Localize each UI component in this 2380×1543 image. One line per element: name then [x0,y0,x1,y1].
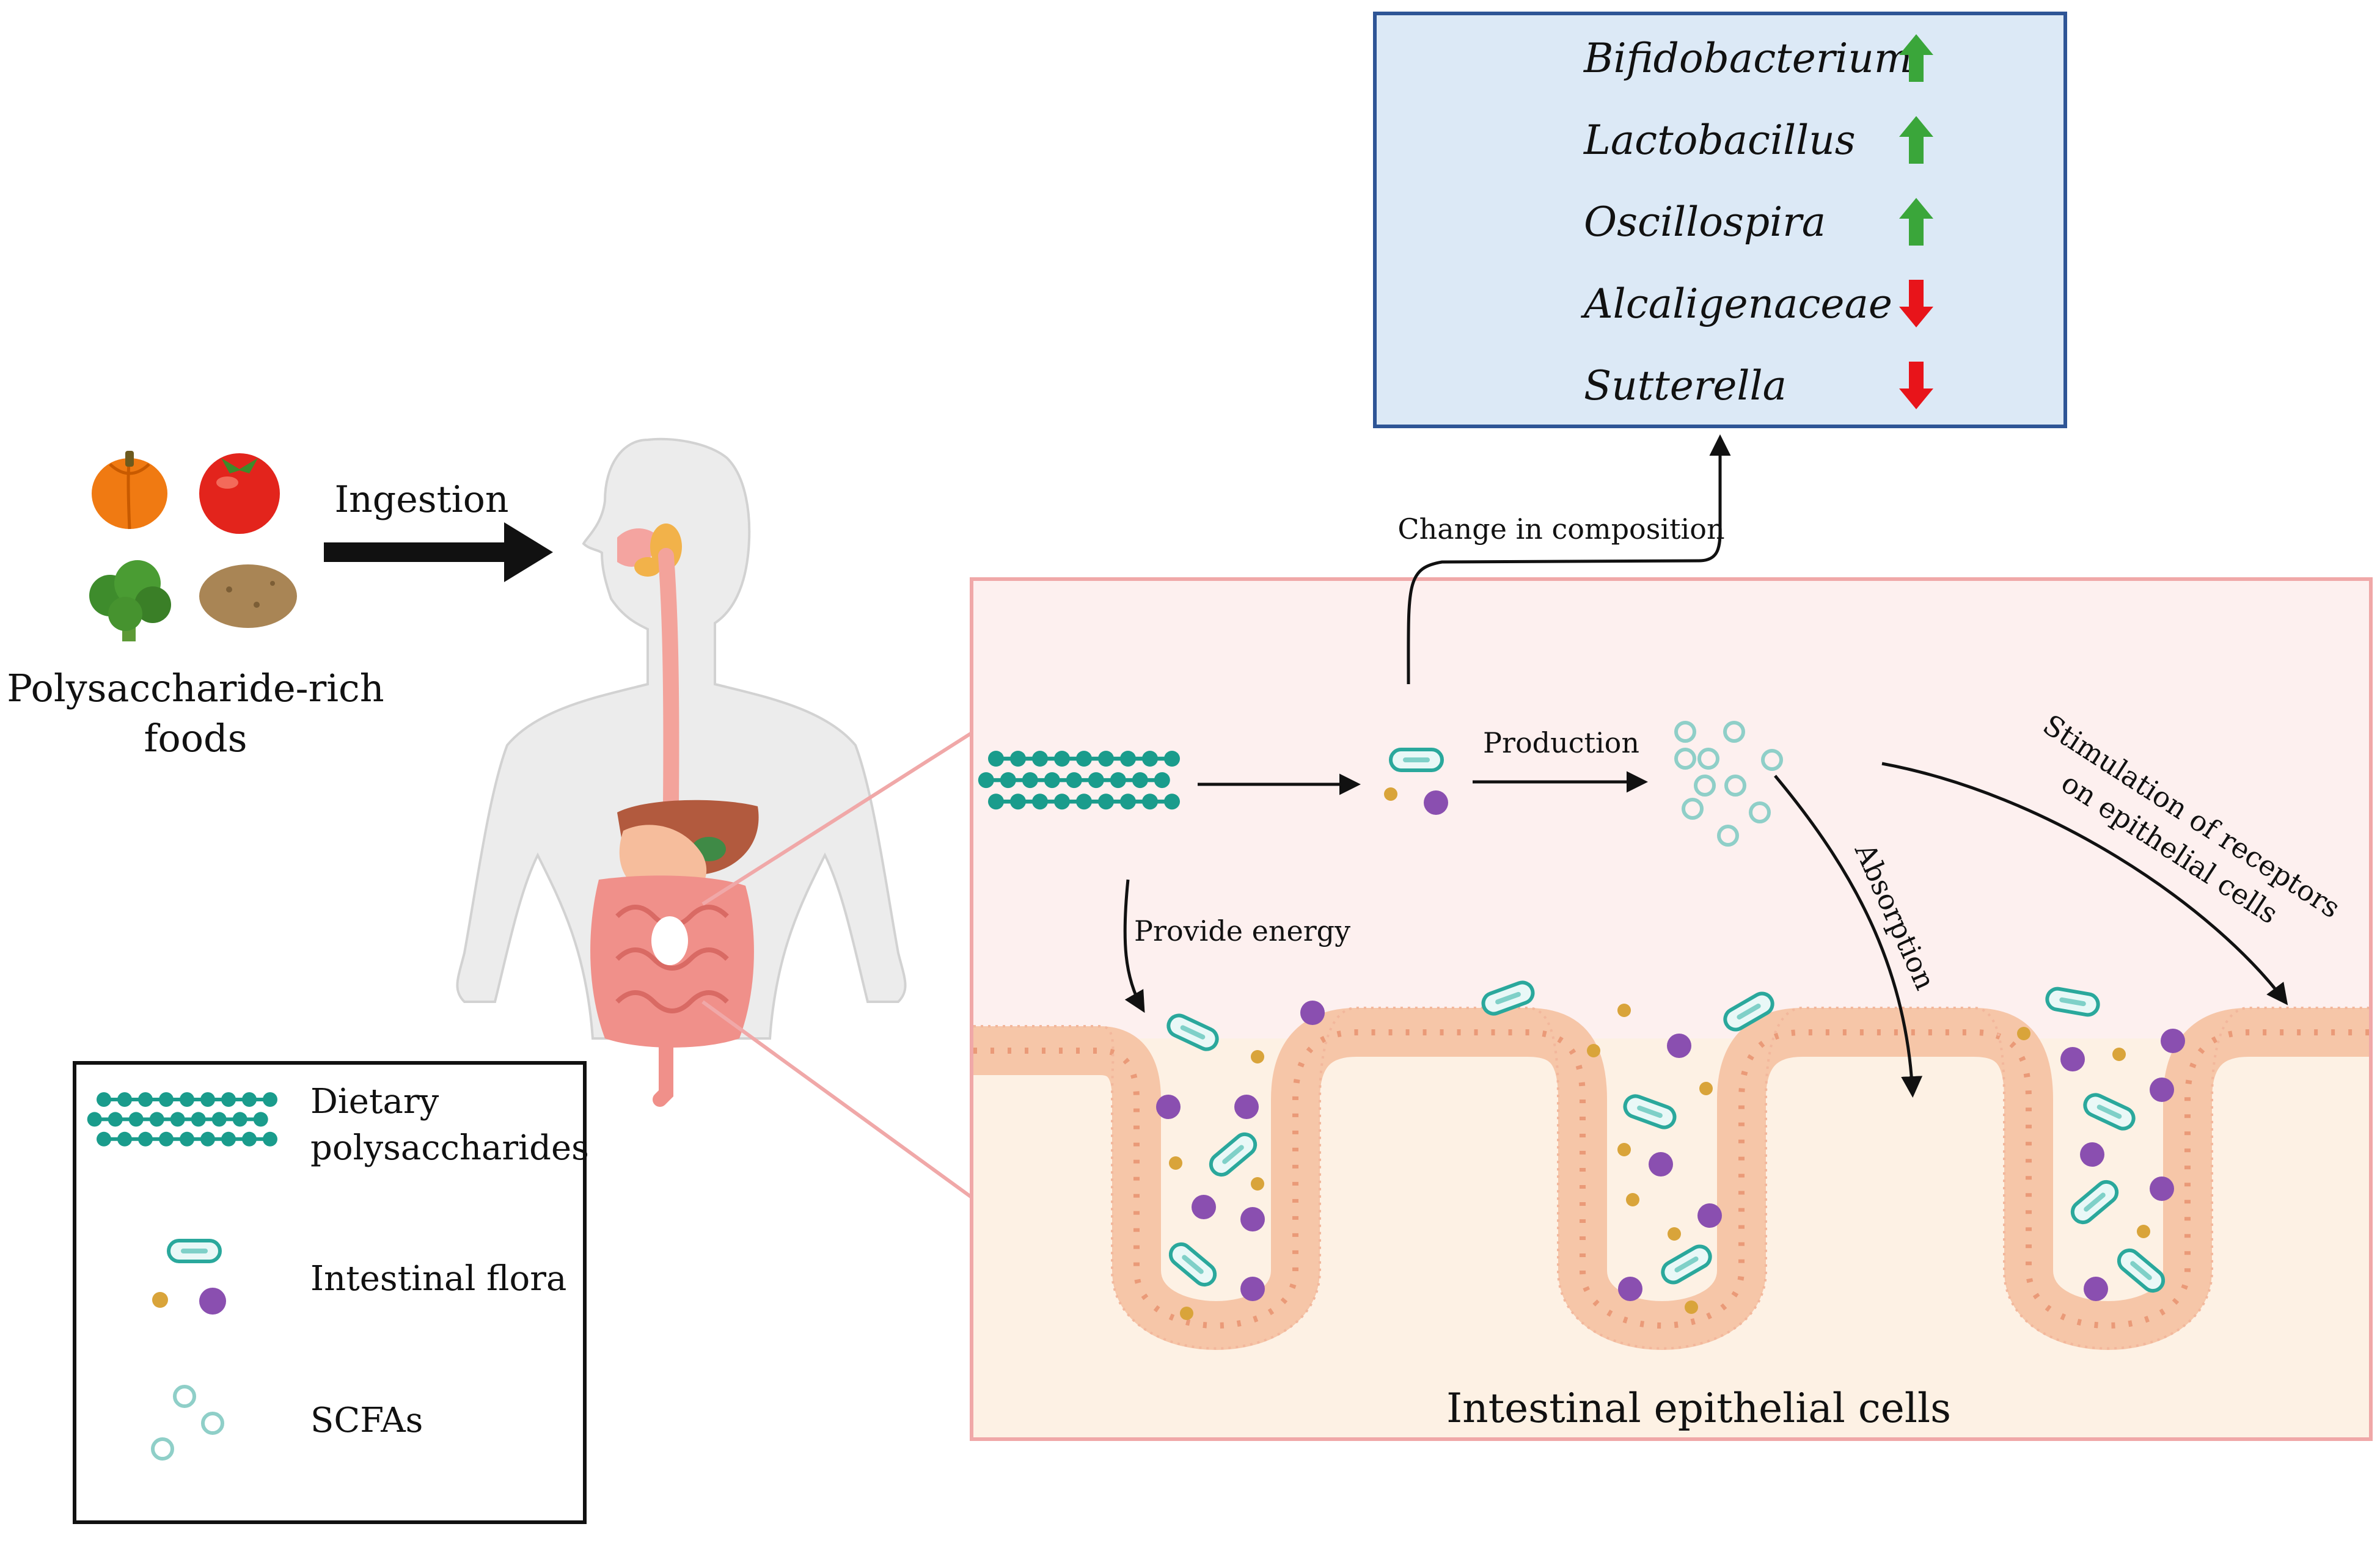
bacterium-icon [1391,750,1442,770]
flora-purple-dot [1156,1095,1181,1119]
flora-purple-dot [1300,1001,1325,1025]
arrow-provide-energy [1123,879,1145,1013]
flora-gold-dot [1617,1143,1631,1156]
zoom-line-bottom [701,1000,973,1199]
arrow-up-icon [1899,34,1933,82]
flora-gold-dot [1626,1193,1639,1206]
flora-purple-dot [2060,1047,2085,1071]
flora-gold-dot [2017,1027,2030,1040]
scfa-icon [1717,825,1739,847]
legend-polysaccharides-line2: polysaccharides [310,1128,589,1168]
flora-purple-dot [1240,1277,1265,1301]
flora-gold-dot [1685,1300,1698,1314]
tomato-icon [199,453,280,534]
arrow-up-icon [1899,116,1933,164]
food-label-line1: Polysaccharide-rich [7,666,384,710]
legend-scfa-icon [151,1385,224,1461]
scfa-icon [1674,721,1696,743]
flora-gold-dot [1180,1307,1193,1320]
flora-gold-dot [1668,1227,1681,1241]
production-label: Production [1483,726,1639,759]
arrow-up-icon [1899,198,1933,246]
human-body-illustration [456,437,907,1107]
food-label-line2: foods [144,716,247,761]
scfa-icon [1761,749,1783,771]
flora-purple-dot [2080,1142,2104,1167]
flora-gold-dot [1699,1082,1713,1095]
arrow-absorption [1774,775,1923,1098]
bacteria-name: Bifidobacterium [1583,35,1913,82]
flora-purple-dot [1667,1034,1691,1058]
scfa-icon [1674,748,1696,770]
arrow-down-icon [1899,362,1933,409]
ingestion-label: Ingestion [334,478,508,521]
flora-purple-dot [2150,1176,2174,1201]
flora-gold-dot [1384,787,1397,801]
flora-gold-dot [1587,1044,1600,1057]
polysaccharide-chain [978,751,1180,810]
flora-gold-dot [1251,1177,1264,1191]
scfa-icon [1749,801,1771,823]
ingestion-arrow: Ingestion [324,478,553,582]
change-composition-label: Change in composition [1397,513,1724,545]
flora-purple-dot [1240,1207,1265,1231]
arrow-down-icon [1899,280,1933,327]
bacteria-name: Lactobacillus [1583,117,1856,164]
flora-gold-dot [2137,1225,2150,1238]
legend-polysaccharide-icon [87,1092,277,1147]
flora-gold-dot [1617,1004,1631,1017]
particle-layer [1156,721,2185,1320]
potato-icon [199,564,297,628]
intestine-panel: Production Provide energy Absorption Sti… [970,434,2373,1441]
arrow-stimulation [1881,762,2288,1005]
broccoli-icon [89,560,171,641]
bacteria-composition-box: BifidobacteriumLactobacillusOscillospira… [1373,12,2067,428]
legend-scfa-label: SCFAs [310,1401,423,1440]
flora-purple-dot [1697,1203,1722,1228]
flora-purple-dot [2084,1277,2108,1301]
scfa-icon [1724,775,1746,797]
legend-flora-icon [152,1241,226,1315]
zoom-line-top [701,731,973,906]
flora-purple-dot [2161,1029,2185,1053]
legend-polysaccharides-line1: Dietary [310,1082,439,1122]
bacteria-name: Oscillospira [1584,199,1826,246]
scfa-icon [1694,775,1716,797]
provide-energy-label: Provide energy [1134,914,1350,947]
flora-purple-dot [1192,1195,1216,1219]
arrow-change-composition [1407,434,1731,685]
epithelial-nuclei [973,1029,2369,1329]
bacteria-name: Sutterella [1584,362,1787,409]
legend: Dietary polysaccharides Intestinal flora… [73,1061,589,1524]
bacteria-name: Alcaligenaceae [1580,280,1892,327]
pumpkin-icon [92,451,167,530]
epithelial-label: Intestinal epithelial cells [1446,1385,1951,1432]
flora-gold-dot [1169,1156,1182,1170]
flora-purple-dot [1234,1095,1259,1119]
bacteria-box-frame [1373,12,2067,428]
bacteria-list: BifidobacteriumLactobacillusOscillospira… [1580,34,1933,409]
legend-flora-label: Intestinal flora [310,1259,566,1299]
flora-purple-dot [1618,1277,1642,1301]
scfa-icon [1697,748,1719,770]
flora-gold-dot [1251,1050,1264,1063]
flora-purple-dot [1424,790,1448,815]
flora-purple-dot [2150,1078,2174,1102]
food-group: Polysaccharide-rich foods [7,451,384,761]
scfa-icon [1723,721,1745,743]
flora-gold-dot [2112,1048,2126,1061]
scfa-icon [1682,798,1704,820]
flora-purple-dot [1649,1152,1673,1176]
